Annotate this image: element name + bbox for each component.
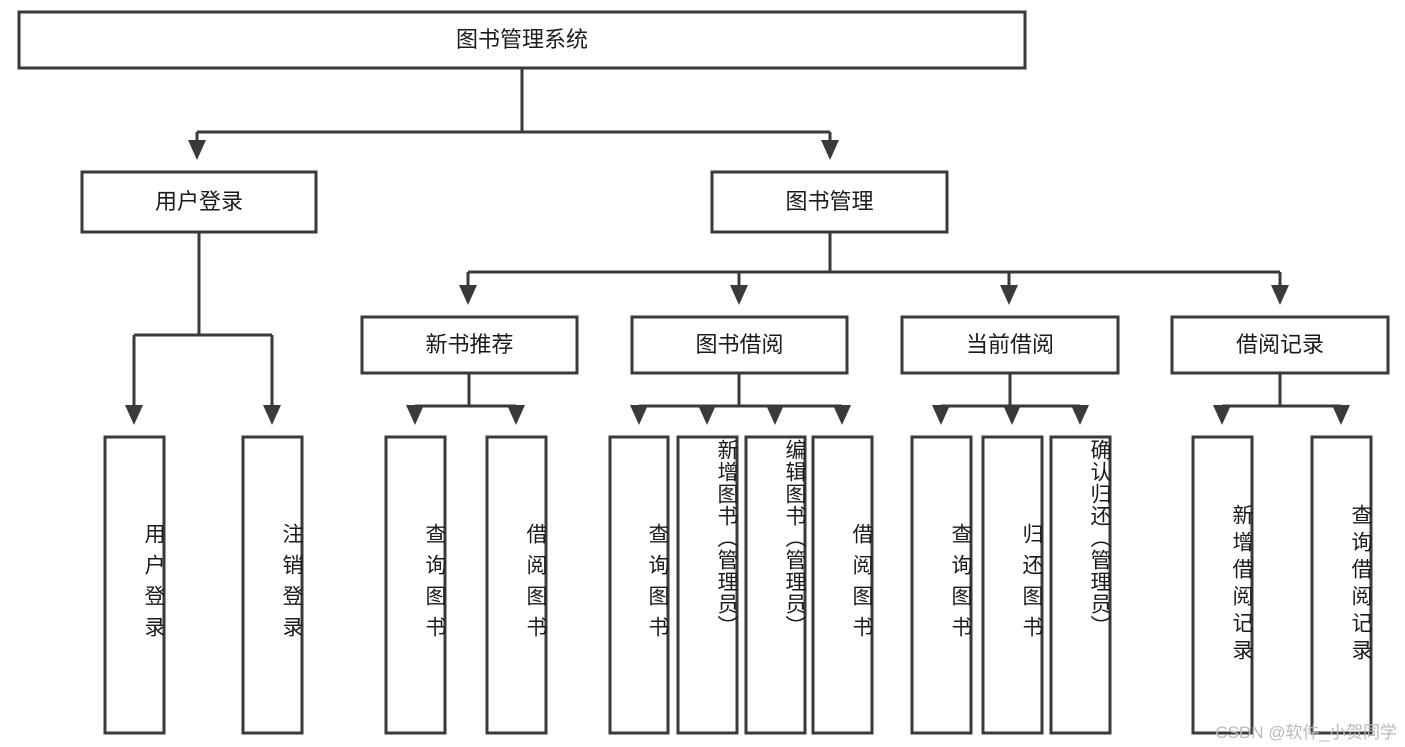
- node-box-book-borrow[interactable]: [630, 315, 849, 375]
- node-box-leaf-add-book-admin[interactable]: [676, 435, 739, 735]
- node-box-leaf-return-book[interactable]: [981, 435, 1044, 735]
- node-box-leaf-user-logout[interactable]: [241, 435, 304, 735]
- node-box-leaf-query-book-current[interactable]: [910, 435, 973, 735]
- node-box-leaf-query-book-recommend[interactable]: [384, 435, 447, 735]
- arrowhead-bor-drop-2: [698, 405, 716, 425]
- csdn-watermark: CSDN @软件_小贺同学: [1215, 723, 1397, 742]
- arrowhead-rek-drop-2: [1332, 405, 1350, 425]
- node-box-leaf-borrow-book[interactable]: [811, 435, 874, 735]
- node-box-leaf-borrow-book-recommend[interactable]: [485, 435, 548, 735]
- node-label-book-borrow: 图书借阅: [695, 332, 783, 357]
- arrowhead-bor-drop-1: [630, 405, 648, 425]
- node-box-user-login[interactable]: [80, 170, 318, 234]
- node-box-leaf-query-book-borrow[interactable]: [608, 435, 670, 735]
- arrowhead-book-drop-4: [1271, 285, 1289, 305]
- node-box-book-management[interactable]: [710, 170, 949, 234]
- node-box-leaf-edit-book-admin[interactable]: [744, 435, 807, 735]
- arrowhead-cur-drop-2: [1003, 405, 1021, 425]
- arrowhead-user-drop-1: [125, 405, 143, 425]
- node-label-new-book-recommend: 新书推荐: [425, 332, 513, 357]
- node-box-leaf-add-borrow-record[interactable]: [1191, 435, 1254, 735]
- arrowhead-book-drop-3: [1000, 285, 1018, 305]
- arrowhead-rec-drop-2: [507, 405, 525, 425]
- arrowhead-rec-drop-1: [406, 405, 424, 425]
- arrowhead-rek-drop-1: [1213, 405, 1231, 425]
- node-label-current-borrow: 当前借阅: [966, 332, 1054, 357]
- node-label-book-management: 图书管理: [785, 189, 873, 214]
- arrowhead-book-drop-1: [459, 285, 477, 305]
- arrowhead-book-drop-2: [730, 285, 748, 305]
- arrowhead-cur-drop-1: [932, 405, 950, 425]
- arrowhead-user-drop-2: [263, 405, 281, 425]
- node-box-leaf-confirm-return-admin[interactable]: [1049, 435, 1112, 735]
- node-box-new-book-recommend[interactable]: [360, 315, 579, 375]
- node-box-system[interactable]: [17, 10, 1027, 70]
- node-label-user-login: 用户登录: [155, 189, 243, 214]
- arrowhead-cur-drop-3: [1071, 405, 1089, 425]
- node-label-system: 图书管理系统: [456, 27, 588, 52]
- node-box-leaf-user-login[interactable]: [103, 435, 166, 735]
- node-label-borrow-record: 借阅记录: [1236, 332, 1324, 357]
- connector-layer: [125, 68, 1350, 425]
- arrowhead-root-drop-user: [188, 140, 206, 160]
- arrowhead-bor-drop-3: [766, 405, 784, 425]
- arrowhead-bor-drop-4: [833, 405, 851, 425]
- node-box-leaf-query-borrow-record[interactable]: [1310, 435, 1373, 735]
- node-box-current-borrow[interactable]: [900, 315, 1120, 375]
- arrowhead-root-drop-book: [821, 140, 839, 160]
- node-box-layer: [17, 10, 1390, 735]
- node-box-borrow-record[interactable]: [1170, 315, 1390, 375]
